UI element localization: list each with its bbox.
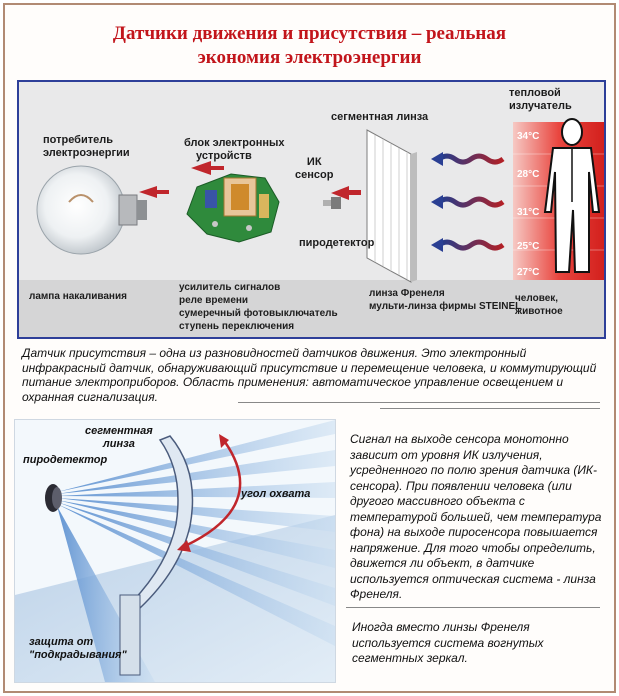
page-title: Датчики движения и присутствия – реальна… bbox=[0, 22, 619, 70]
side-note: Иногда вместо линзы Френеля используется… bbox=[352, 620, 544, 665]
ir-sensor-icon bbox=[323, 197, 341, 209]
temp-1: 34°C bbox=[517, 131, 540, 142]
temp-5: 27°C bbox=[517, 267, 540, 278]
temp-4: 25°C bbox=[517, 241, 540, 252]
coverage-graphics bbox=[15, 420, 335, 682]
pyrodetector-label: пиродетектор bbox=[299, 237, 375, 249]
description-text: Датчик присутствия – одна из разновиднос… bbox=[22, 346, 597, 404]
temp-2: 28°C bbox=[517, 169, 540, 180]
lamp-label: лампа накаливания bbox=[29, 291, 127, 302]
pyrodetector-icon bbox=[45, 484, 62, 512]
pyrodetector-caption: пиродетектор bbox=[23, 454, 108, 466]
person-icon bbox=[543, 118, 601, 273]
coverage-angle-caption: угол охвата bbox=[241, 488, 311, 500]
segment-lens-label: сегментная линза bbox=[331, 111, 429, 123]
bottom-band bbox=[19, 280, 604, 337]
diagram-graphics bbox=[36, 118, 604, 283]
signal-arrows bbox=[139, 161, 361, 200]
temp-3: 31°C bbox=[517, 207, 540, 218]
divider-2 bbox=[380, 408, 600, 409]
light-bulb-icon bbox=[36, 165, 147, 255]
title-line-2: экономия электроэнергии bbox=[197, 47, 422, 68]
divider-3 bbox=[346, 607, 600, 608]
divider-1 bbox=[238, 402, 600, 403]
circuit-board-icon bbox=[186, 173, 280, 243]
title-line-1: Датчики движения и присутствия – реальна… bbox=[112, 23, 507, 44]
human-animal-label: человек,животное bbox=[515, 293, 563, 317]
protection-caption: защита от"подкрадывания" bbox=[29, 636, 127, 661]
fresnel-lens-icon bbox=[366, 129, 417, 283]
electronics-parts-label: усилитель сигналов реле времени сумеречн… bbox=[179, 282, 338, 332]
angle-arc bbox=[184, 441, 242, 548]
lens-base bbox=[119, 594, 141, 676]
side-explanation: Сигнал на выходе сенсора монотонно завис… bbox=[350, 432, 602, 601]
ir-wave-arrows bbox=[437, 153, 505, 251]
